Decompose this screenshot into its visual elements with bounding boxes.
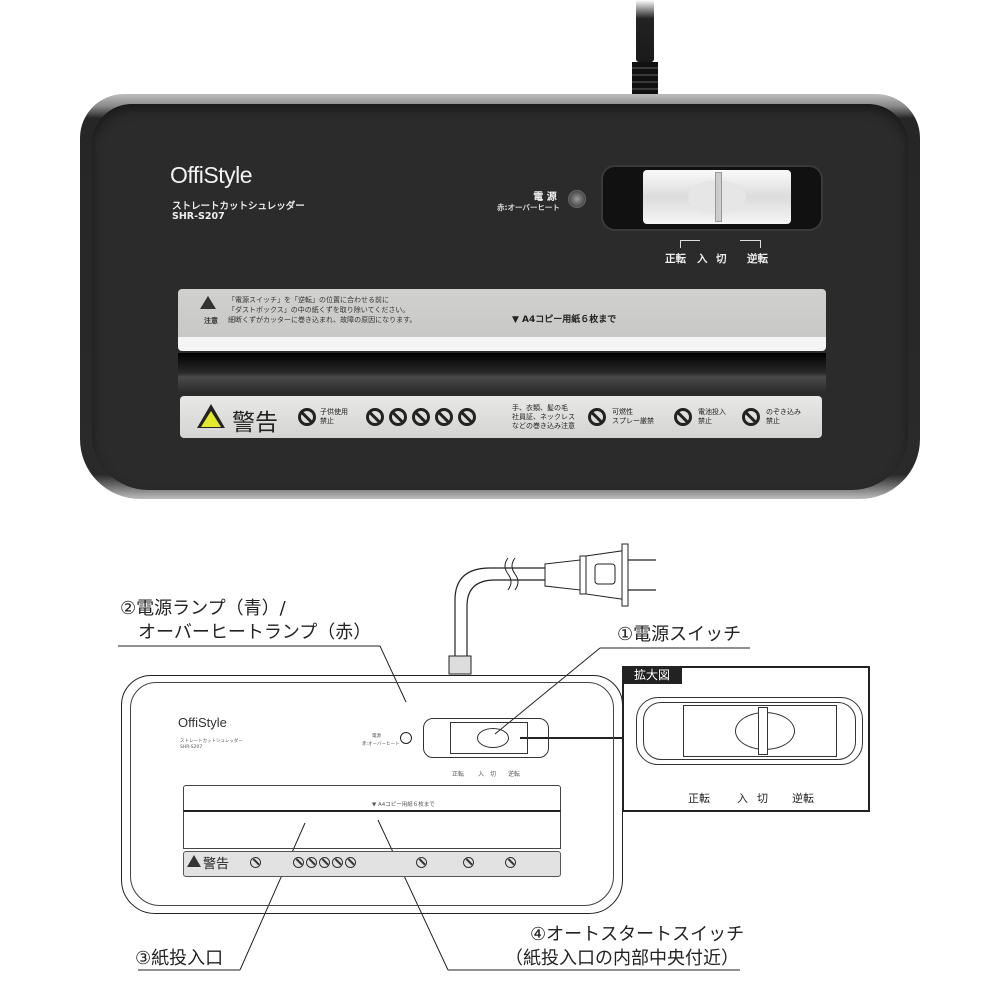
zoom-switch-well — [636, 697, 863, 765]
no-spray-icon — [588, 408, 606, 426]
paper-feed-slot[interactable] — [178, 353, 826, 393]
caution-text: 「電源スイッチ」を「逆転」の位置に合わせる前に 「ダストボックス」の中の紙くずを… — [228, 296, 417, 324]
power-cord — [636, 0, 654, 62]
diagram-pos-reverse: 逆転 — [508, 771, 521, 778]
cord-strain-relief — [632, 62, 658, 98]
position-off: 切 — [716, 253, 727, 265]
diagram-warning-icon — [187, 855, 201, 867]
no-children-icon — [298, 408, 316, 426]
no-peeking-icon — [742, 408, 760, 426]
diagram-prohibit-icon — [332, 857, 343, 868]
diagram-brand: OffiStyle — [178, 715, 227, 730]
diagram-switch-grip — [477, 728, 509, 748]
warning-text: 手、衣類、髪の毛 社員証、ネックレス などの巻き込み注意 — [512, 404, 575, 430]
paper-guide — [178, 337, 826, 351]
brand-logo: OffiStyle — [170, 162, 253, 188]
diagram-prohibit-icon — [463, 857, 474, 868]
pos-mark — [680, 240, 700, 241]
callout-2-line2: オーバーヒートランプ（赤） — [120, 622, 372, 643]
diagram-prohibit-icon — [505, 857, 516, 868]
diagram-switch — [450, 722, 528, 754]
warning-label-strip — [180, 396, 822, 438]
diagram-pos-off: 切 — [490, 771, 497, 778]
diagram-power-label: 電源 — [372, 734, 381, 739]
warning-triangle-fill — [201, 411, 221, 427]
warning-text: のぞき込み 禁止 — [766, 408, 801, 425]
no-clothing-icon — [389, 408, 407, 426]
callout-2-line1: ②電源ランプ（青）/ — [120, 598, 286, 619]
no-necklace-icon — [458, 408, 476, 426]
no-id-card-icon — [435, 408, 453, 426]
diagram-shredder-inner — [130, 682, 614, 906]
diagram-prohibit-icon — [306, 857, 317, 868]
position-forward: 正転 — [665, 253, 686, 265]
power-label: 電 源 — [533, 192, 557, 203]
diagram-product-type: ストレートカットシュレッダー — [180, 739, 243, 744]
pos-mark — [740, 240, 760, 241]
diagram-prohibit-icon — [345, 857, 356, 868]
switch-indicator — [715, 172, 722, 222]
zoom-switch-key — [683, 705, 837, 757]
callout-1: ①電源スイッチ — [617, 624, 742, 645]
zoom-switch-indicator — [758, 707, 768, 755]
zoom-pos-off: 切 — [757, 792, 768, 805]
diagram-prohibit-icon — [293, 857, 304, 868]
caution-word: 注意 — [204, 317, 218, 325]
caution-label-strip — [178, 289, 826, 337]
zoom-inset — [622, 666, 870, 812]
callout-4-line2: （紙投入口の内部中央付近） — [505, 948, 739, 969]
zoom-pos-forward: 正転 — [688, 792, 710, 805]
callout-3: ③紙投入口 — [135, 948, 224, 969]
diagram-capacity: ▼ A4コピー用紙６枚まで — [372, 802, 435, 808]
warning-text: 可燃性 スプレー厳禁 — [612, 408, 654, 425]
position-on: 入 — [697, 253, 708, 265]
zoom-pos-on: 入 — [737, 792, 748, 805]
zoom-inset-title: 拡大図 — [622, 666, 682, 684]
warning-text: 電池投入 禁止 — [698, 408, 726, 425]
diagram-prohibit-icon — [416, 857, 427, 868]
diagram-lines — [118, 543, 750, 971]
diagram-model: SHR-S207 — [180, 745, 203, 750]
diagram-prohibit-icon — [319, 857, 330, 868]
diagram-prohibit-icon — [250, 857, 261, 868]
diagram-switch-well — [423, 718, 549, 758]
diagram-pos-on: 入 — [478, 771, 485, 778]
no-hands-icon — [366, 408, 384, 426]
capacity-text: ▼ A4コピー用紙６枚まで — [512, 315, 617, 325]
callout-4-line1: ④オートスタートスイッチ — [530, 924, 745, 945]
caution-icon — [200, 296, 216, 309]
diagram-paper-slot — [183, 810, 561, 849]
pos-mark — [680, 240, 681, 248]
no-battery-icon — [674, 408, 692, 426]
diagram-warning-title: 警告 — [203, 857, 230, 872]
power-lamp — [568, 190, 586, 208]
diagram-power-lamp — [400, 732, 412, 744]
position-reverse: 逆転 — [747, 253, 768, 265]
product-type: ストレートカットシュレッダー — [172, 201, 305, 212]
diagram-warning-strip — [183, 851, 561, 877]
model-number: SHR-S207 — [172, 211, 225, 222]
diagram-pos-forward: 正転 — [452, 771, 465, 778]
warning-title: 警告 — [232, 410, 278, 436]
diagram-overheat-label: 赤:オーバーヒート — [362, 742, 400, 747]
warning-text: 子供使用 禁止 — [320, 408, 348, 425]
zoom-pos-reverse: 逆転 — [792, 792, 814, 805]
zoom-switch-inner — [643, 702, 856, 760]
pos-mark — [760, 240, 761, 248]
no-hair-icon — [412, 408, 430, 426]
overheat-label: 赤:オーバーヒート — [497, 203, 560, 212]
